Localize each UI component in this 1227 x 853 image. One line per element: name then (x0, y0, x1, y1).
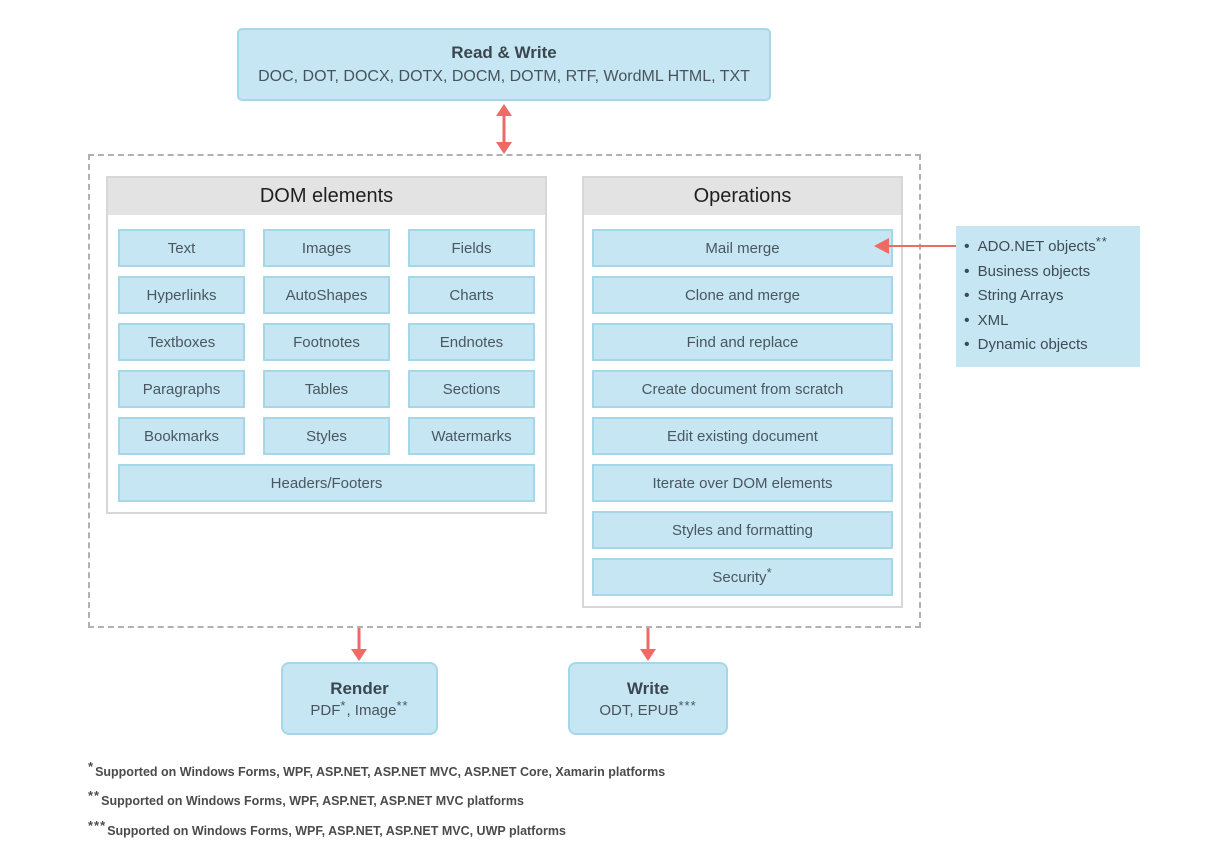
read-write-double-arrow-icon (496, 104, 512, 154)
data-source-item: XML (964, 309, 1134, 334)
operation-box: Iterate over DOM elements (592, 464, 893, 502)
data-source-label: ADO.NET objects (977, 238, 1096, 255)
mail-merge-data-sources-box: ADO.NET objects** Business objects Strin… (956, 226, 1140, 367)
data-source-label: XML (977, 311, 1009, 329)
dom-item-box: AutoShapes (263, 276, 390, 314)
dom-elements-panel: DOM elements Text Images Fields Hyperlin… (106, 176, 547, 514)
dom-item-box: Watermarks (408, 417, 535, 455)
write-output-box: Write ODT, EPUB*** (568, 662, 728, 735)
dom-item-box: Styles (263, 417, 390, 455)
dom-item-box: Footnotes (263, 323, 390, 361)
footnote-text: Supported on Windows Forms, WPF, ASP.NET… (107, 824, 566, 838)
render-format-sup: * (340, 697, 347, 713)
footnote: ***Supported on Windows Forms, WPF, ASP.… (88, 818, 566, 838)
dom-item-box: Tables (263, 370, 390, 408)
engine-boundary (88, 154, 921, 628)
operations-panel: Operations Mail merge Clone and merge Fi… (582, 176, 903, 608)
data-source-label: Dynamic objects (977, 336, 1088, 353)
footnote-sup: *** (88, 818, 107, 833)
operation-label: Iterate over DOM elements (652, 474, 833, 492)
data-source-sup: ** (1095, 234, 1108, 249)
operation-label: Security (712, 568, 767, 586)
render-format-sup: ** (396, 697, 409, 713)
dom-item-box: Textboxes (118, 323, 245, 361)
dom-item-box: Paragraphs (118, 370, 245, 408)
operation-label: Mail merge (705, 239, 780, 257)
operation-box: Create document from scratch (592, 370, 893, 408)
write-formats: ODT, EPUB*** (599, 698, 696, 719)
render-title: Render (330, 678, 389, 698)
footnote-sup: ** (88, 788, 101, 803)
footnote: *Supported on Windows Forms, WPF, ASP.NE… (88, 759, 666, 779)
read-write-title: Read & Write (451, 43, 557, 62)
dom-item-box: Images (263, 229, 390, 267)
footnote: **Supported on Windows Forms, WPF, ASP.N… (88, 788, 524, 808)
data-source-list: ADO.NET objects** Business objects Strin… (964, 234, 1134, 358)
operation-box: Security* (592, 558, 893, 596)
dom-item-box: Fields (408, 229, 535, 267)
operation-label: Find and replace (686, 333, 799, 351)
operations-title: Operations (584, 178, 901, 215)
operation-label: Edit existing document (667, 427, 818, 445)
dom-item-box: Charts (408, 276, 535, 314)
read-write-box: Read & Write DOC, DOT, DOCX, DOTX, DOCM,… (237, 28, 771, 101)
render-formats: PDF*, Image** (310, 698, 408, 719)
write-format-text: ODT, EPUB (599, 701, 679, 719)
dom-item-box: Text (118, 229, 245, 267)
mail-merge-source-arrow-icon (874, 238, 956, 254)
dom-item-box: Bookmarks (118, 417, 245, 455)
operation-label: Clone and merge (684, 286, 801, 304)
operation-box: Mail merge (592, 229, 893, 267)
write-format-sup: *** (678, 697, 697, 713)
render-output-box: Render PDF*, Image** (281, 662, 438, 735)
dom-item-box: Sections (408, 370, 535, 408)
render-arrow-icon (351, 628, 367, 661)
render-format-text: , Image (346, 701, 397, 719)
dom-item-box: Headers/Footers (118, 464, 535, 502)
dom-item-box: Hyperlinks (118, 276, 245, 314)
operation-label: Create document from scratch (641, 380, 844, 398)
data-source-item: ADO.NET objects** (964, 234, 1134, 260)
read-write-formats: DOC, DOT, DOCX, DOTX, DOCM, DOTM, RTF, W… (258, 68, 750, 85)
write-arrow-icon (640, 628, 656, 661)
data-source-label: String Arrays (977, 287, 1064, 304)
operation-box: Styles and formatting (592, 511, 893, 549)
footnote-text: Supported on Windows Forms, WPF, ASP.NET… (95, 765, 666, 779)
dom-elements-grid: Text Images Fields Hyperlinks AutoShapes… (108, 215, 545, 516)
operation-sup: * (766, 564, 773, 580)
footnote-sup: * (88, 759, 95, 774)
operations-list: Mail merge Clone and merge Find and repl… (584, 215, 901, 610)
dom-elements-title: DOM elements (108, 178, 545, 215)
data-source-label: Business objects (977, 262, 1091, 280)
footnote-text: Supported on Windows Forms, WPF, ASP.NET… (101, 794, 524, 808)
data-source-item: Dynamic objects (964, 333, 1134, 358)
data-source-item: String Arrays (964, 284, 1134, 309)
operation-box: Edit existing document (592, 417, 893, 455)
data-source-item: Business objects (964, 260, 1134, 285)
write-title: Write (626, 678, 670, 698)
dom-item-box: Endnotes (408, 323, 535, 361)
operation-box: Find and replace (592, 323, 893, 361)
operation-label: Styles and formatting (672, 521, 813, 539)
operation-box: Clone and merge (592, 276, 893, 314)
render-format-text: PDF (310, 701, 341, 719)
